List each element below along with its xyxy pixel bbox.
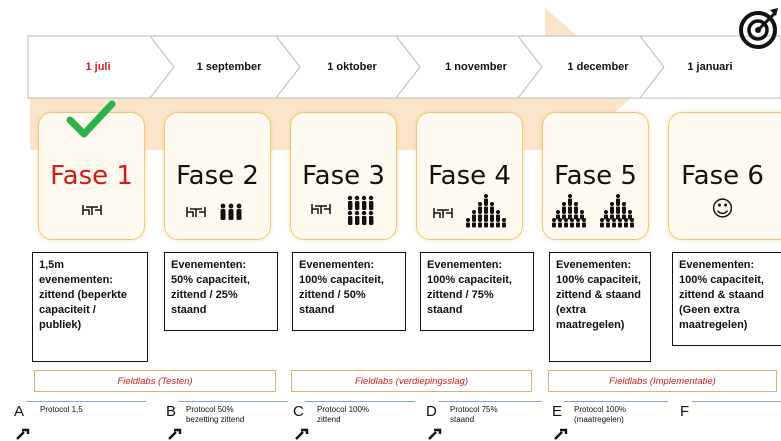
protocol-letter: D — [426, 403, 437, 420]
phase-3-description: Evenementen: 100% capaciteit, zittend / … — [292, 252, 406, 331]
phase-4-description: Evenementen: 100% capaciteit, zittend / … — [420, 252, 534, 331]
smiley-icon: ☺ — [711, 197, 734, 222]
protocol-text: Protocol 50% bezetting zittend — [186, 405, 245, 424]
phase-1-description: 1,5m evenementen: zittend (beperkte capa… — [32, 252, 148, 362]
wrench-icon — [428, 428, 442, 440]
phase-5-description: Evenementen: 100% capaciteit, zittend & … — [549, 252, 651, 362]
protocol-e: E Protocol 100% (maatregelen) — [552, 401, 668, 441]
phase-card-4: Fase 4 — [416, 112, 523, 240]
protocol-text: Protocol 75% staand — [450, 405, 498, 424]
phase-title: Fase 4 — [428, 161, 511, 191]
phase-6-description: Evenementen: 100% capaciteit, zittend & … — [672, 252, 781, 346]
phase-card-5: Fase 5 — [542, 112, 649, 240]
seated-and-standing-group-icon — [165, 203, 270, 226]
phase-title: Fase 5 — [554, 161, 637, 191]
phase-title: Fase 1 — [50, 161, 133, 191]
phase-title: Fase 2 — [176, 161, 259, 191]
wrench-icon — [16, 428, 30, 440]
fieldlabs-implementatie: Fieldlabs (Implementatie) — [548, 370, 777, 392]
checkmark-icon — [66, 100, 116, 138]
protocol-text: Protocol 100% (maatregelen) — [574, 405, 627, 424]
seated-and-crowd-icon — [291, 195, 396, 230]
protocol-letter: A — [14, 403, 25, 420]
wrench-icon — [554, 428, 568, 440]
two-large-crowds-icon — [543, 193, 648, 234]
phase-card-2: Fase 2 — [164, 112, 271, 240]
protocol-c: C Protocol 100% zittend — [293, 401, 415, 441]
protocol-letter: B — [166, 403, 177, 420]
protocol-a: A Protocol 1,5 — [14, 401, 154, 441]
protocol-text: Protocol 100% zittend — [317, 405, 370, 424]
phase-2-description: Evenementen: 50% capaciteit, zittend / 2… — [164, 252, 278, 331]
phase-card-1: Fase 1 — [38, 112, 145, 240]
wrench-icon — [295, 428, 309, 440]
timeline-date-4: 1 november — [445, 61, 507, 73]
fieldlabs-verdiepingsslag: Fieldlabs (verdiepingsslag) — [291, 370, 532, 392]
phase-title: Fase 3 — [302, 161, 385, 191]
protocol-letter: F — [680, 403, 690, 420]
protocol-f: F — [680, 401, 781, 441]
timeline-date-3: 1 oktober — [327, 61, 377, 73]
phase-title: Fase 6 — [681, 161, 764, 191]
timeline-date-5: 1 december — [567, 61, 629, 73]
timeline-date-1: 1 juli — [85, 61, 111, 73]
wrench-icon — [168, 428, 182, 440]
protocol-letter: C — [293, 403, 304, 420]
protocol-b: B Protocol 50% bezetting zittend — [166, 401, 288, 441]
seated-and-large-crowd-icon — [417, 193, 522, 234]
protocol-d: D Protocol 75% staand — [426, 401, 542, 441]
timeline-date-2: 1 september — [196, 61, 262, 73]
phase-card-3: Fase 3 — [290, 112, 397, 240]
fieldlabs-testen: Fieldlabs (Testen) — [34, 370, 276, 392]
protocol-text: Protocol 1,5 — [40, 405, 83, 414]
phase-card-6: Fase 6 ☺ — [668, 112, 781, 240]
seated-icon — [39, 203, 144, 222]
timeline-date-6: 1 januari — [687, 61, 733, 73]
target-with-arrow-icon — [739, 8, 778, 49]
protocol-letter: E — [552, 403, 563, 420]
